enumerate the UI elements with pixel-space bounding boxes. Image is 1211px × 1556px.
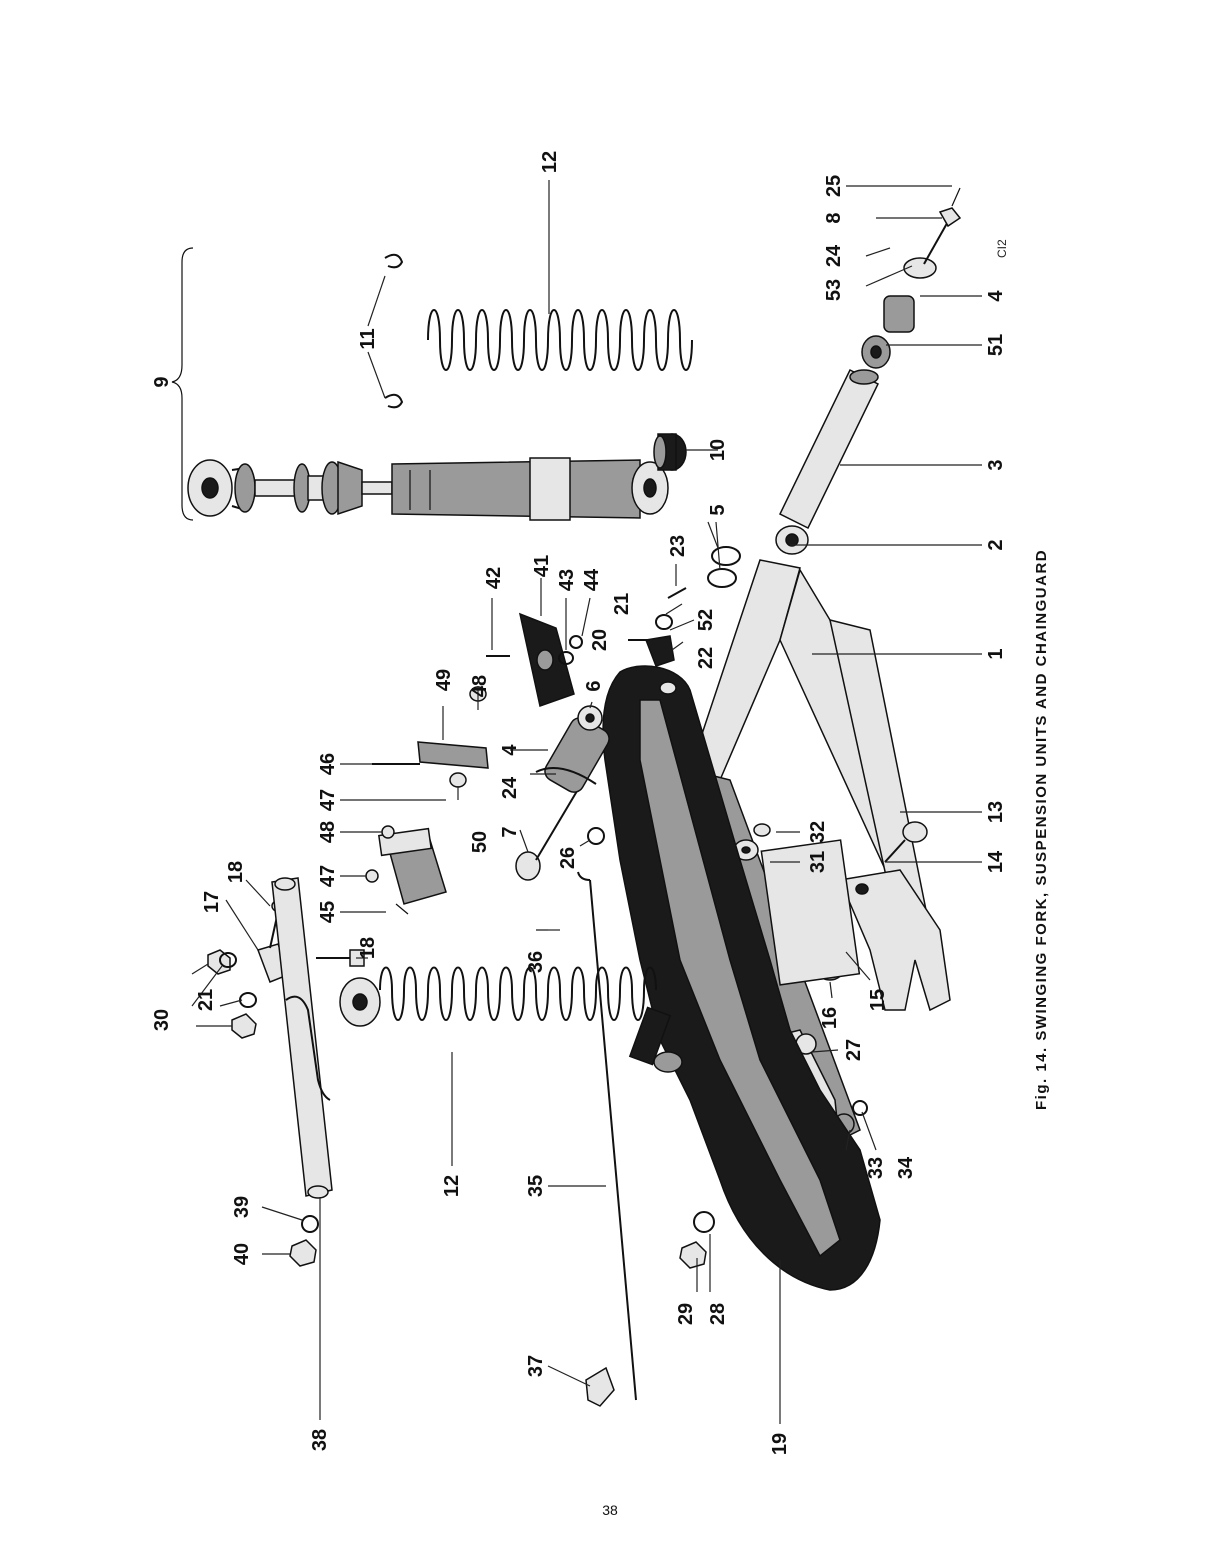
chainguard [602, 665, 881, 1291]
torque-stay [271, 877, 333, 1199]
part-label-32: 32 [807, 821, 829, 843]
part-label-8: 8 [823, 212, 845, 223]
brake-guide [372, 686, 489, 788]
left-side-nuts [207, 949, 319, 1267]
part-label-1: 1 [985, 648, 1007, 659]
part-label-51: 51 [985, 334, 1007, 356]
part-label-14: 14 [985, 850, 1007, 873]
part-label-11: 11 [357, 328, 379, 349]
part-label-25: 25 [823, 175, 845, 197]
part-label-35: 35 [525, 1175, 547, 1197]
part-label-5: 5 [707, 504, 729, 515]
part-label-27: 27 [843, 1039, 865, 1061]
part-label-16: 16 [819, 1007, 841, 1029]
part-label-30: 30 [151, 1009, 173, 1031]
part-label-19: 19 [769, 1433, 791, 1455]
part-label-48-lower: 48 [317, 821, 339, 843]
part-label-42: 42 [483, 567, 505, 589]
part-label-4-spindle: 4 [985, 290, 1007, 302]
part-label-52: 52 [695, 609, 717, 631]
part-label-7: 7 [499, 826, 521, 837]
part-label-23: 23 [667, 535, 689, 557]
part-label-53: 53 [823, 279, 845, 301]
part-label-49: 49 [433, 669, 455, 691]
coil-spring-upper [427, 309, 693, 371]
cover-plate [486, 612, 583, 707]
part-number-labels: 1 2 3 4 51 13 14 25 8 24 53 9 11 12 10 5… [151, 151, 1007, 1455]
part-label-12-upper: 12 [539, 151, 561, 173]
part-label-3: 3 [985, 459, 1007, 470]
page-number: 38 [602, 1502, 618, 1518]
part-label-47-lower: 47 [317, 865, 339, 887]
small-bracket [628, 587, 687, 667]
suspension-unit-lower [339, 966, 683, 1073]
distance-tube [707, 525, 809, 588]
spindle-bearing-parts [861, 187, 962, 369]
part-label-50: 50 [469, 831, 491, 853]
figure-caption: Fig. 14. SWINGING FORK, SUSPENSION UNITS… [1033, 548, 1050, 1110]
part-label-43: 43 [556, 569, 578, 591]
part-label-18-upper: 18 [225, 861, 247, 883]
part-label-24-centre: 24 [499, 776, 521, 799]
part-label-37: 37 [525, 1355, 547, 1377]
stop-lamp-switch [365, 825, 447, 915]
part-label-4-centre: 4 [499, 744, 521, 756]
part-label-41: 41 [531, 555, 553, 577]
part-label-20: 20 [589, 629, 611, 651]
part-label-46: 46 [317, 753, 339, 775]
part-label-9: 9 [151, 376, 173, 387]
assembly-brace [171, 247, 194, 521]
part-label-47-upper: 47 [317, 789, 339, 811]
figure-code: CI2 [995, 239, 1009, 258]
part-label-13: 13 [985, 801, 1007, 823]
spring-clips [384, 253, 404, 409]
brake-rod [536, 871, 637, 1407]
part-label-29: 29 [675, 1303, 697, 1325]
part-label-36: 36 [525, 951, 547, 973]
part-label-48-upper: 48 [469, 675, 491, 697]
drawings [171, 187, 962, 1407]
part-label-12-lower: 12 [441, 1175, 463, 1197]
suspension-unit-upper [187, 457, 669, 521]
part-label-2: 2 [985, 539, 1007, 550]
part-label-34: 34 [895, 1156, 917, 1179]
part-label-24-spindle: 24 [823, 244, 845, 267]
bush [653, 433, 687, 471]
part-label-40: 40 [231, 1243, 253, 1265]
pivot-bolt-group [515, 705, 610, 881]
part-label-28: 28 [707, 1303, 729, 1325]
part-label-31: 31 [807, 851, 829, 873]
part-label-22: 22 [695, 647, 717, 669]
part-label-26: 26 [557, 847, 579, 869]
part-label-6: 6 [583, 680, 605, 691]
part-label-21-upper: 21 [611, 593, 633, 615]
part-label-33: 33 [865, 1157, 887, 1179]
fork-spindle [779, 368, 879, 530]
leader-lines [191, 180, 982, 1424]
part-label-10: 10 [707, 439, 729, 461]
part-label-39: 39 [231, 1196, 253, 1218]
part-label-17: 17 [201, 891, 223, 913]
part-label-44: 44 [581, 568, 603, 591]
part-label-38: 38 [309, 1429, 331, 1451]
part-label-18-lower: 18 [357, 937, 379, 959]
part-label-15: 15 [867, 989, 889, 1011]
part-label-45: 45 [317, 901, 339, 923]
part-label-21-lower: 21 [195, 989, 217, 1011]
rear-nut-washer [679, 1211, 715, 1269]
